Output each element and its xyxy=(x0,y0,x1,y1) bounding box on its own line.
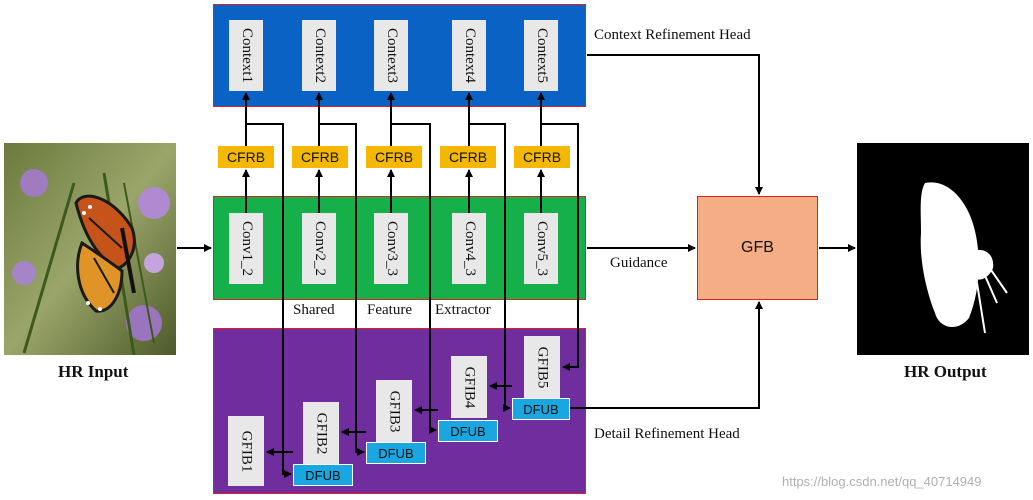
hr-output-image xyxy=(857,143,1029,355)
conv-box: Conv4_3 xyxy=(452,213,486,284)
cfrb-block: CFRB xyxy=(366,146,422,168)
context-head-label: Context Refinement Head xyxy=(594,27,751,43)
cfrb-block: CFRB xyxy=(292,146,348,168)
conv-box: Conv2_2 xyxy=(302,213,336,284)
cfrb-block: CFRB xyxy=(440,146,496,168)
context-box: Context1 xyxy=(229,20,263,91)
gfb-block: GFB xyxy=(697,196,818,300)
dfub-block: DFUB xyxy=(512,398,570,420)
feature-label: Feature xyxy=(367,302,412,318)
conv-box: Conv5_3 xyxy=(524,213,558,284)
context-box: Context3 xyxy=(374,20,408,91)
dfub-block: DFUB xyxy=(293,464,353,486)
guidance-label: Guidance xyxy=(610,255,668,271)
gfb-label: GFB xyxy=(741,239,774,256)
hr-input-label: HR Input xyxy=(58,362,129,381)
context-box: Context5 xyxy=(524,20,558,91)
dfub-block: DFUB xyxy=(438,420,498,442)
hr-input-image xyxy=(4,143,176,356)
context-box: Context4 xyxy=(452,20,486,91)
cfrb-block: CFRB xyxy=(218,146,274,168)
detail-head-label: Detail Refinement Head xyxy=(594,426,740,442)
conv-box: Conv1_2 xyxy=(229,213,263,284)
cfrb-block: CFRB xyxy=(514,146,570,168)
gfib-box: GFIB3 xyxy=(376,380,412,442)
dfub-block: DFUB xyxy=(366,442,426,464)
extractor-label: Extractor xyxy=(435,302,491,318)
conv-box: Conv3_3 xyxy=(374,213,408,284)
context-box: Context2 xyxy=(302,20,336,91)
hr-output-label: HR Output xyxy=(904,362,987,381)
watermark: https://blog.csdn.net/qq_40714949 xyxy=(782,474,982,489)
gfib-box: GFIB1 xyxy=(228,416,264,486)
shared-label: Shared xyxy=(293,302,335,318)
gfib-box: GFIB2 xyxy=(303,402,339,464)
gfib-box: GFIB5 xyxy=(524,336,560,398)
gfib-box: GFIB4 xyxy=(451,356,487,418)
